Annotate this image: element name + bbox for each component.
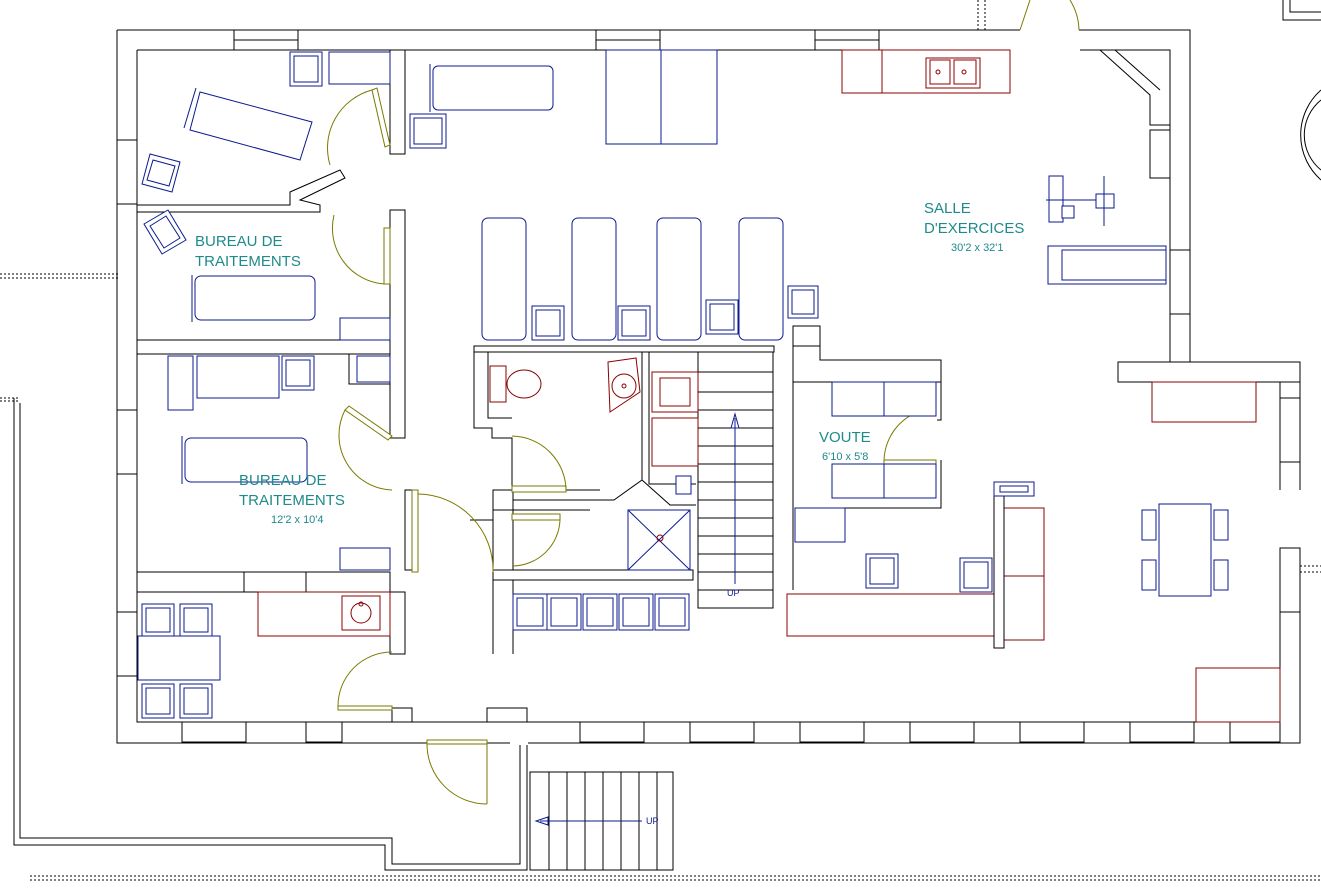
exterior-stairs: UP xyxy=(529,771,674,871)
room-2-dimensions: 12'2 x 10'4 xyxy=(271,514,324,526)
exercise-room-dimensions: 30'2 x 32'1 xyxy=(951,242,1004,254)
stair-up-label-exterior: UP xyxy=(646,816,659,826)
bottom-windows xyxy=(181,721,1281,743)
washroom-fixtures xyxy=(489,357,699,571)
vault-furniture xyxy=(831,381,937,499)
room-labels: BUREAU DE TRAITEMENTS BUREAU DE TRAITEME… xyxy=(195,200,1024,526)
room-2-name-line1: BUREAU DE xyxy=(239,472,327,489)
room-1-name-line1: BUREAU DE xyxy=(195,233,283,250)
waiting-chairs xyxy=(512,593,690,631)
treatment-room-1-furniture xyxy=(141,51,391,341)
top-area-furniture xyxy=(409,49,1011,149)
center-stairs: UP xyxy=(698,391,773,598)
exterior-walls xyxy=(116,29,1301,744)
vault-dimensions: 6'10 x 5'8 xyxy=(822,451,868,463)
vault-name: VOUTE xyxy=(819,429,871,446)
exercise-room-name-line2: D'EXERCICES xyxy=(924,220,1024,237)
exercise-room-furniture xyxy=(786,175,1281,723)
stair-up-label-center: UP xyxy=(727,588,740,598)
room-1-name-line2: TRAITEMENTS xyxy=(195,253,301,270)
exterior-ramp xyxy=(13,398,528,871)
center-tables xyxy=(481,217,819,341)
treatment-room-2-furniture xyxy=(167,355,391,571)
exercise-room-name-line1: SALLE xyxy=(924,200,971,217)
bottom-room-furniture xyxy=(137,591,391,719)
room-2-name-line2: TRAITEMENTS xyxy=(239,492,345,509)
